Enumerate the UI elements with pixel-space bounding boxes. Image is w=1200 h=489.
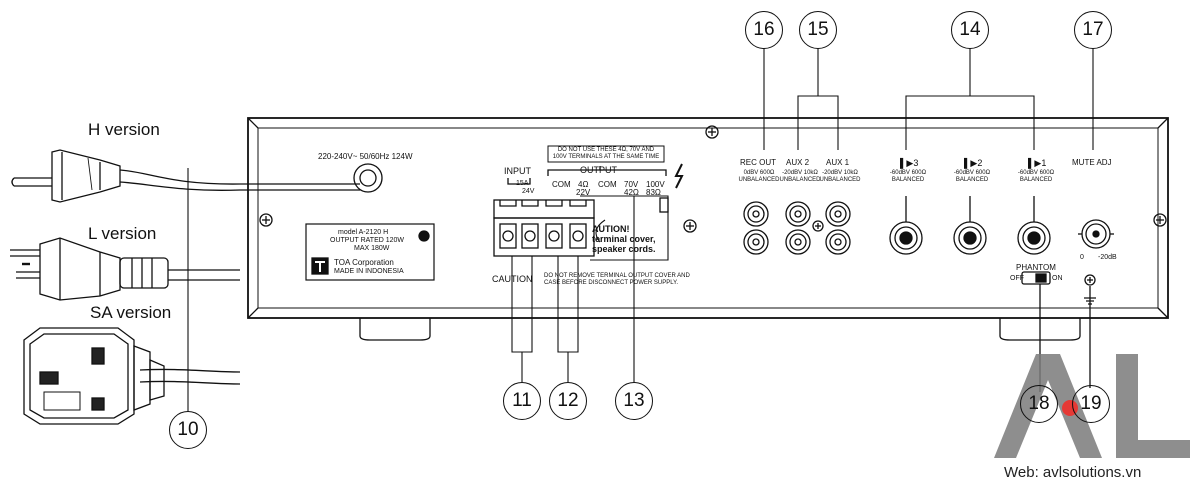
nameplate-made-in: MADE IN INDONESIA: [334, 268, 404, 275]
chassis-screws: [259, 125, 1167, 286]
callout-14: 14: [951, 11, 989, 49]
caution-text-2: CASE BEFORE DISCONNECT POWER SUPPLY.: [544, 280, 679, 286]
h-version-plug-drawing: [11, 149, 121, 203]
aux2-label: AUX 2: [786, 158, 810, 167]
warning-line-2: 100V TERMINALS AT THE SAME TIME: [552, 154, 660, 160]
mic1-number: 1: [1041, 158, 1047, 168]
callout-12: 12: [549, 382, 587, 420]
cover-caution-text: AUTION! terminal cover, speaker cords.: [592, 224, 656, 254]
mic1-spec: -60dBV 600Ω BALANCED: [1012, 170, 1060, 184]
rec-out-spec-1: 0dBV 600Ω: [743, 170, 775, 176]
terminal-com-2: COM: [598, 180, 617, 189]
mic-input-jacks: [889, 196, 1051, 255]
aux2-spec-2: UNBALANCED: [779, 177, 821, 183]
rca-jacks: [743, 201, 851, 255]
mute-adj-label: MUTE ADJ: [1072, 158, 1112, 167]
terminal-sub-22v: 22V: [576, 188, 591, 197]
mic3-label: ▌▶3: [900, 158, 918, 168]
caution-text-1: DO NOT REMOVE TERMINAL OUTPUT COVER AND: [544, 273, 690, 279]
mute-scale-20: -20dB: [1098, 254, 1117, 261]
lower-leader-lines: [511, 196, 635, 382]
callout-15: 15: [799, 11, 837, 49]
terminal-block: [493, 145, 684, 261]
mic3-spec-2: BALANCED: [891, 177, 925, 183]
website-watermark: Web: avlsolutions.vn: [1004, 464, 1142, 481]
aux2-spec-1: -20dBV 10kΩ: [782, 170, 818, 176]
warning-line-1: DO NOT USE THESE 4Ω, 70V AND: [557, 147, 655, 153]
cover-caution-2: terminal cover,: [592, 234, 656, 244]
aux1-spec-1: -20dBV 10kΩ: [822, 170, 858, 176]
mic3-spec: -60dBV 600Ω BALANCED: [884, 170, 932, 184]
mic3-spec-1: -60dBV 600Ω: [889, 170, 927, 176]
cover-caution-1: AUTION!: [592, 224, 630, 234]
terminal-com-1: COM: [552, 180, 571, 189]
h-version-label: H version: [88, 120, 160, 139]
terminal-sub-83ohm: 83Ω: [646, 188, 661, 197]
mic1-spec-1: -60dBV 600Ω: [1017, 170, 1055, 176]
mic2-spec: -60dBV 600Ω BALANCED: [948, 170, 996, 184]
mic2-label: ▌▶2: [964, 158, 982, 168]
callout-19: 19: [1072, 385, 1110, 423]
mute-adj-knob: [1078, 219, 1114, 249]
input-sub-1: 15A: [516, 180, 529, 187]
callout-11: 11: [503, 382, 541, 420]
terminal-4ohm: 4Ω: [578, 180, 589, 189]
mic2-number: 2: [977, 158, 983, 168]
phantom-on: ON: [1052, 275, 1063, 282]
callout-17: 17: [1074, 11, 1112, 49]
rec-out-spec-2: UNBALANCED: [738, 177, 780, 183]
mic2-spec-1: -60dBV 600Ω: [953, 170, 991, 176]
upper-leader-lines: [763, 48, 1094, 150]
sa-version-label: SA version: [90, 303, 172, 322]
power-rating: 220-240V~ 50/60Hz 124W: [318, 152, 413, 161]
terminal-sub-42ohm: 42Ω: [624, 188, 639, 197]
aux1-label: AUX 1: [826, 158, 850, 167]
sa-version-plug-drawing: [23, 327, 165, 425]
aux1-spec-2: UNBALANCED: [819, 177, 861, 183]
l-version-plug-drawing: [10, 237, 169, 301]
callout-10: 10: [169, 411, 207, 449]
caution-label: CAUTION: [492, 274, 533, 284]
warning-box-text: DO NOT USE THESE 4Ω, 70V AND 100V TERMIN…: [549, 147, 663, 161]
mic2-icon: ▌▶: [964, 158, 978, 168]
cover-caution-3: speaker cords.: [592, 244, 656, 254]
mic1-spec-2: BALANCED: [1019, 177, 1053, 183]
callout-13: 13: [615, 382, 653, 420]
nameplate-max: MAX 180W: [354, 245, 390, 252]
aux2-spec: -20dBV 10kΩ UNBALANCED: [776, 170, 824, 184]
aux1-spec: -20dBV 10kΩ UNBALANCED: [816, 170, 864, 184]
callout-16: 16: [745, 11, 783, 49]
caution-text: DO NOT REMOVE TERMINAL OUTPUT COVER AND …: [544, 273, 690, 287]
input-sub-2: 24V: [522, 188, 535, 195]
input-label: INPUT: [504, 166, 531, 176]
output-label: OUTPUT: [580, 165, 617, 175]
ground-terminal: [1084, 286, 1096, 388]
nameplate-maker: TOA Corporation: [334, 258, 394, 267]
mic3-icon: ▌▶: [900, 158, 914, 168]
terminal-100v: 100V: [646, 180, 665, 189]
mute-scale-0: 0: [1080, 254, 1084, 261]
rec-out-spec: 0dBV 600Ω UNBALANCED: [734, 170, 784, 184]
nameplate-frame: [305, 223, 435, 281]
mic3-number: 3: [913, 158, 919, 168]
rec-out-label: REC OUT: [740, 158, 776, 167]
nameplate-output-rated: OUTPUT RATED 120W: [330, 237, 405, 244]
l-version-label: L version: [88, 224, 157, 243]
phantom-off: OFF: [1010, 275, 1024, 282]
terminal-70v: 70V: [624, 180, 639, 189]
nameplate-model: model A-2120 H: [338, 229, 389, 236]
mic1-icon: ▌▶: [1028, 158, 1042, 168]
callout-18: 18: [1020, 385, 1058, 423]
power-cables: [119, 168, 360, 412]
phantom-label: PHANTOM: [1016, 263, 1056, 272]
mic1-label: ▌▶1: [1028, 158, 1046, 168]
mic2-spec-2: BALANCED: [955, 177, 989, 183]
